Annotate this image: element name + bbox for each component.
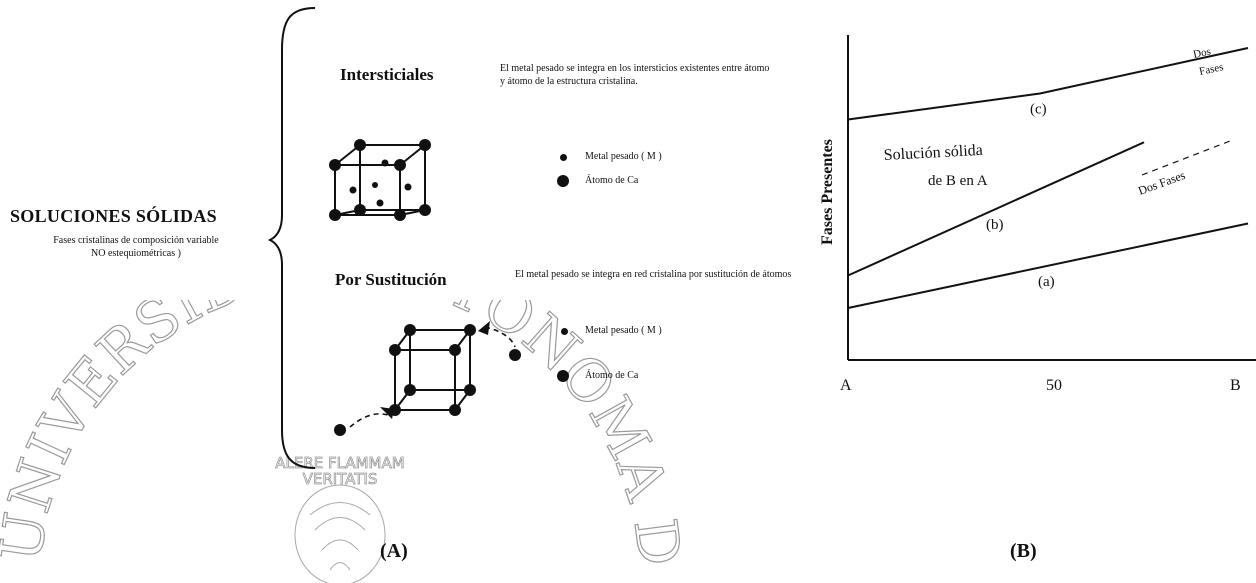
legend-ca-label-1: Átomo de Ca [585,175,639,186]
series-label-0: (a) [1038,274,1055,290]
legend-metal-label-1: Metal pesado ( M ) [585,151,662,162]
arrow-heads [380,321,490,419]
annotation-dos-top-2: Fases [1198,61,1224,78]
annotation-solucion-1: Solución sólida [883,142,983,164]
annotation-dos-mid: Dos Fases [1136,168,1187,198]
legend-ca-dot-2 [557,370,569,382]
substitution-atoms [334,324,521,436]
series-layer: (a) (b) (c) [847,47,1249,309]
interstitial-description: El metal pesado se integra en los inters… [500,63,770,87]
exchange-arrows [349,326,516,428]
crystal-structures [329,139,521,436]
figure-label-b: (B) [1010,540,1037,562]
series-label-2: (c) [1030,102,1047,118]
subtitle-line-2: NO estequiométricas ) [91,248,181,259]
phase-chart: Fases Presentes (a) (b) (c) A 50 B Solución … [819,35,1256,394]
substitution-cube [394,329,471,411]
annotation-solucion-2: de B en A [928,173,988,189]
series-line-1 [847,141,1145,277]
seal-emblem [294,484,386,583]
legend-metal-label-2: Metal pesado ( M ) [585,325,662,336]
legend-metal-dot-2 [561,328,568,335]
main-subtitle: Fases cristalinas de composición variabl… [0,234,272,260]
series-line-0 [847,222,1249,309]
legend-ca-label-2: Átomo de Ca [585,370,639,381]
curly-brace [267,7,316,469]
subtitle-line-1: Fases cristalinas de composición variabl… [53,235,219,246]
x-tick-0: A [840,377,852,394]
legend-metal-dot-1 [560,154,567,161]
dashed-two-phase-boundary [1141,140,1231,176]
tick-layer: A 50 B [840,377,1241,394]
substitution-description: El metal pesado se integra en red crista… [515,269,792,280]
interstitial-heading: Intersticiales [340,65,434,84]
interstitial-atoms [329,139,431,221]
series-line-2 [847,47,1249,121]
figure-label-a: (A) [380,540,408,562]
main-title: SOLUCIONES SÓLIDAS [10,206,217,226]
y-axis-label: Fases Presentes [819,139,836,245]
substitution-heading: Por Sustitución [335,270,447,289]
legend-ca-dot-1 [557,175,569,187]
x-tick-1: 50 [1046,377,1062,394]
x-tick-2: B [1230,377,1241,394]
series-label-1: (b) [986,217,1004,233]
annotation-dos-top-1: Dos [1192,46,1212,61]
